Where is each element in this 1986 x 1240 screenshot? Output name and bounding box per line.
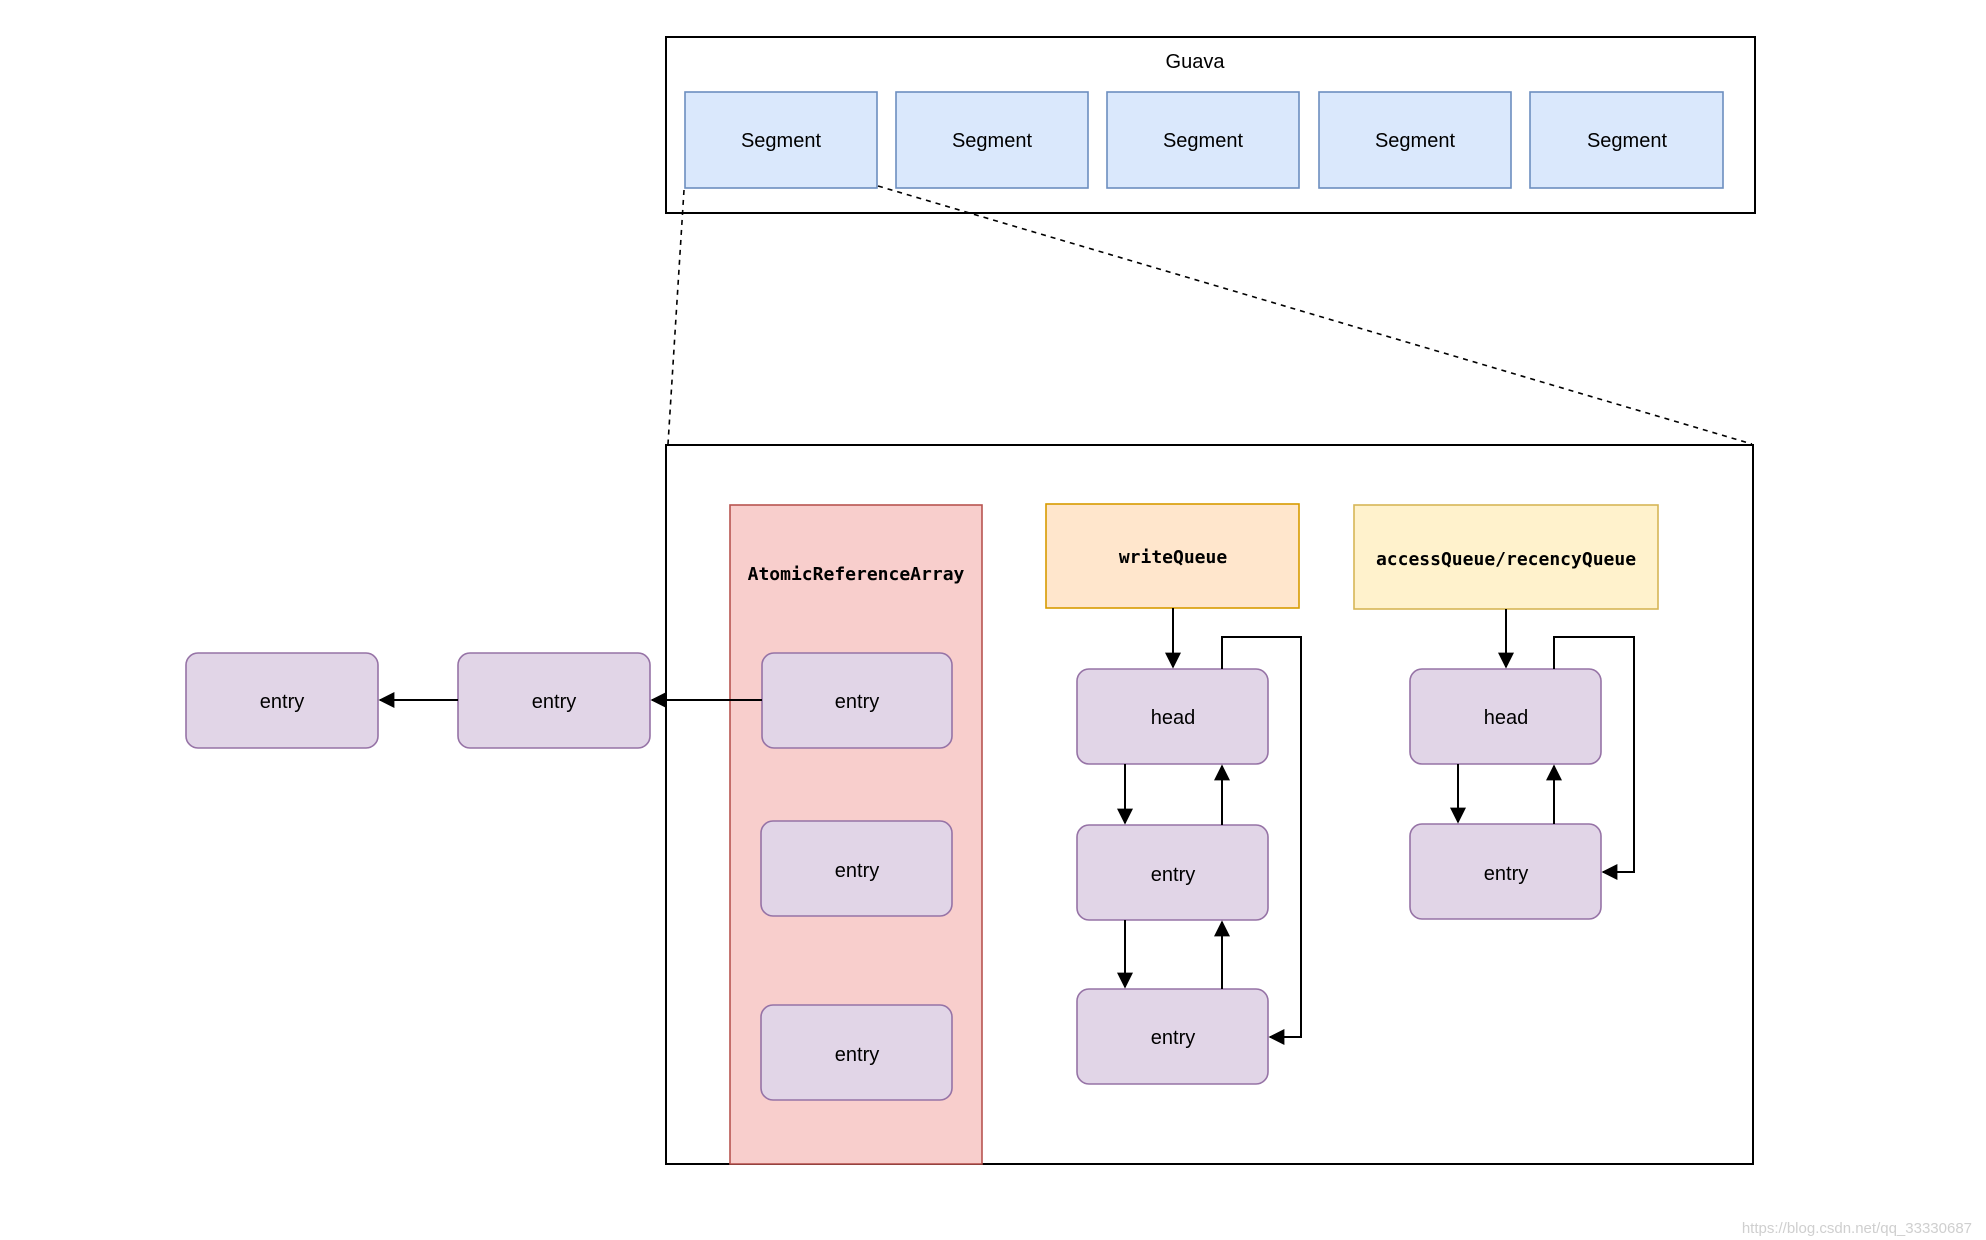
segment-box: Segment — [1106, 91, 1300, 189]
segment-box: Segment — [1318, 91, 1512, 189]
entry-label: entry — [835, 860, 879, 882]
entry-label: entry — [1151, 1027, 1195, 1049]
entry-label: entry — [835, 691, 879, 713]
tail-arrow — [1221, 636, 1302, 1045]
entry-label: entry — [532, 691, 576, 713]
array-entry: entry — [761, 652, 953, 749]
zoom-line-right — [877, 185, 1753, 445]
array-entry: entry — [760, 1004, 953, 1101]
chain-entry: entry — [185, 652, 379, 749]
entry-label: entry — [835, 1044, 879, 1066]
write-queue-title: writeQueue — [1119, 547, 1228, 568]
chain-entry: entry — [457, 652, 651, 749]
array-entry: entry — [760, 820, 953, 917]
segment-label: Segment — [1375, 130, 1455, 152]
segment-box: Segment — [895, 91, 1089, 189]
access-queue: accessQueue/recencyQueue — [1353, 504, 1659, 610]
tail-arrow — [1553, 636, 1635, 880]
write-queue-head: head — [1076, 668, 1269, 765]
access-queue-title: accessQueue/recencyQueue — [1376, 549, 1636, 570]
head-label: head — [1151, 707, 1196, 729]
segment-label: Segment — [1587, 130, 1667, 152]
segment-label: Segment — [952, 130, 1032, 152]
zoom-line-left — [667, 189, 685, 445]
watermark: https://blog.csdn.net/qq_33330687 — [1742, 1220, 1972, 1237]
guava-title: Guava — [1166, 51, 1226, 73]
write-queue-entry: entry — [1076, 988, 1269, 1085]
segment-box: Segment — [1529, 91, 1724, 189]
array-title: AtomicReferenceArray — [748, 564, 965, 585]
head-label: head — [1484, 707, 1529, 729]
segment-row: Segment Segment Segment Segment Segment — [684, 91, 1724, 189]
segment-box: Segment — [684, 91, 878, 189]
entry-label: entry — [260, 691, 304, 713]
write-queue: writeQueue — [1045, 503, 1300, 609]
entry-label: entry — [1151, 864, 1195, 886]
segment-label: Segment — [741, 130, 821, 152]
segment-label: Segment — [1163, 130, 1243, 152]
access-queue-entry: entry — [1409, 823, 1602, 920]
write-queue-entry: entry — [1076, 824, 1269, 921]
entry-label: entry — [1484, 863, 1528, 885]
access-queue-head: head — [1409, 668, 1602, 765]
